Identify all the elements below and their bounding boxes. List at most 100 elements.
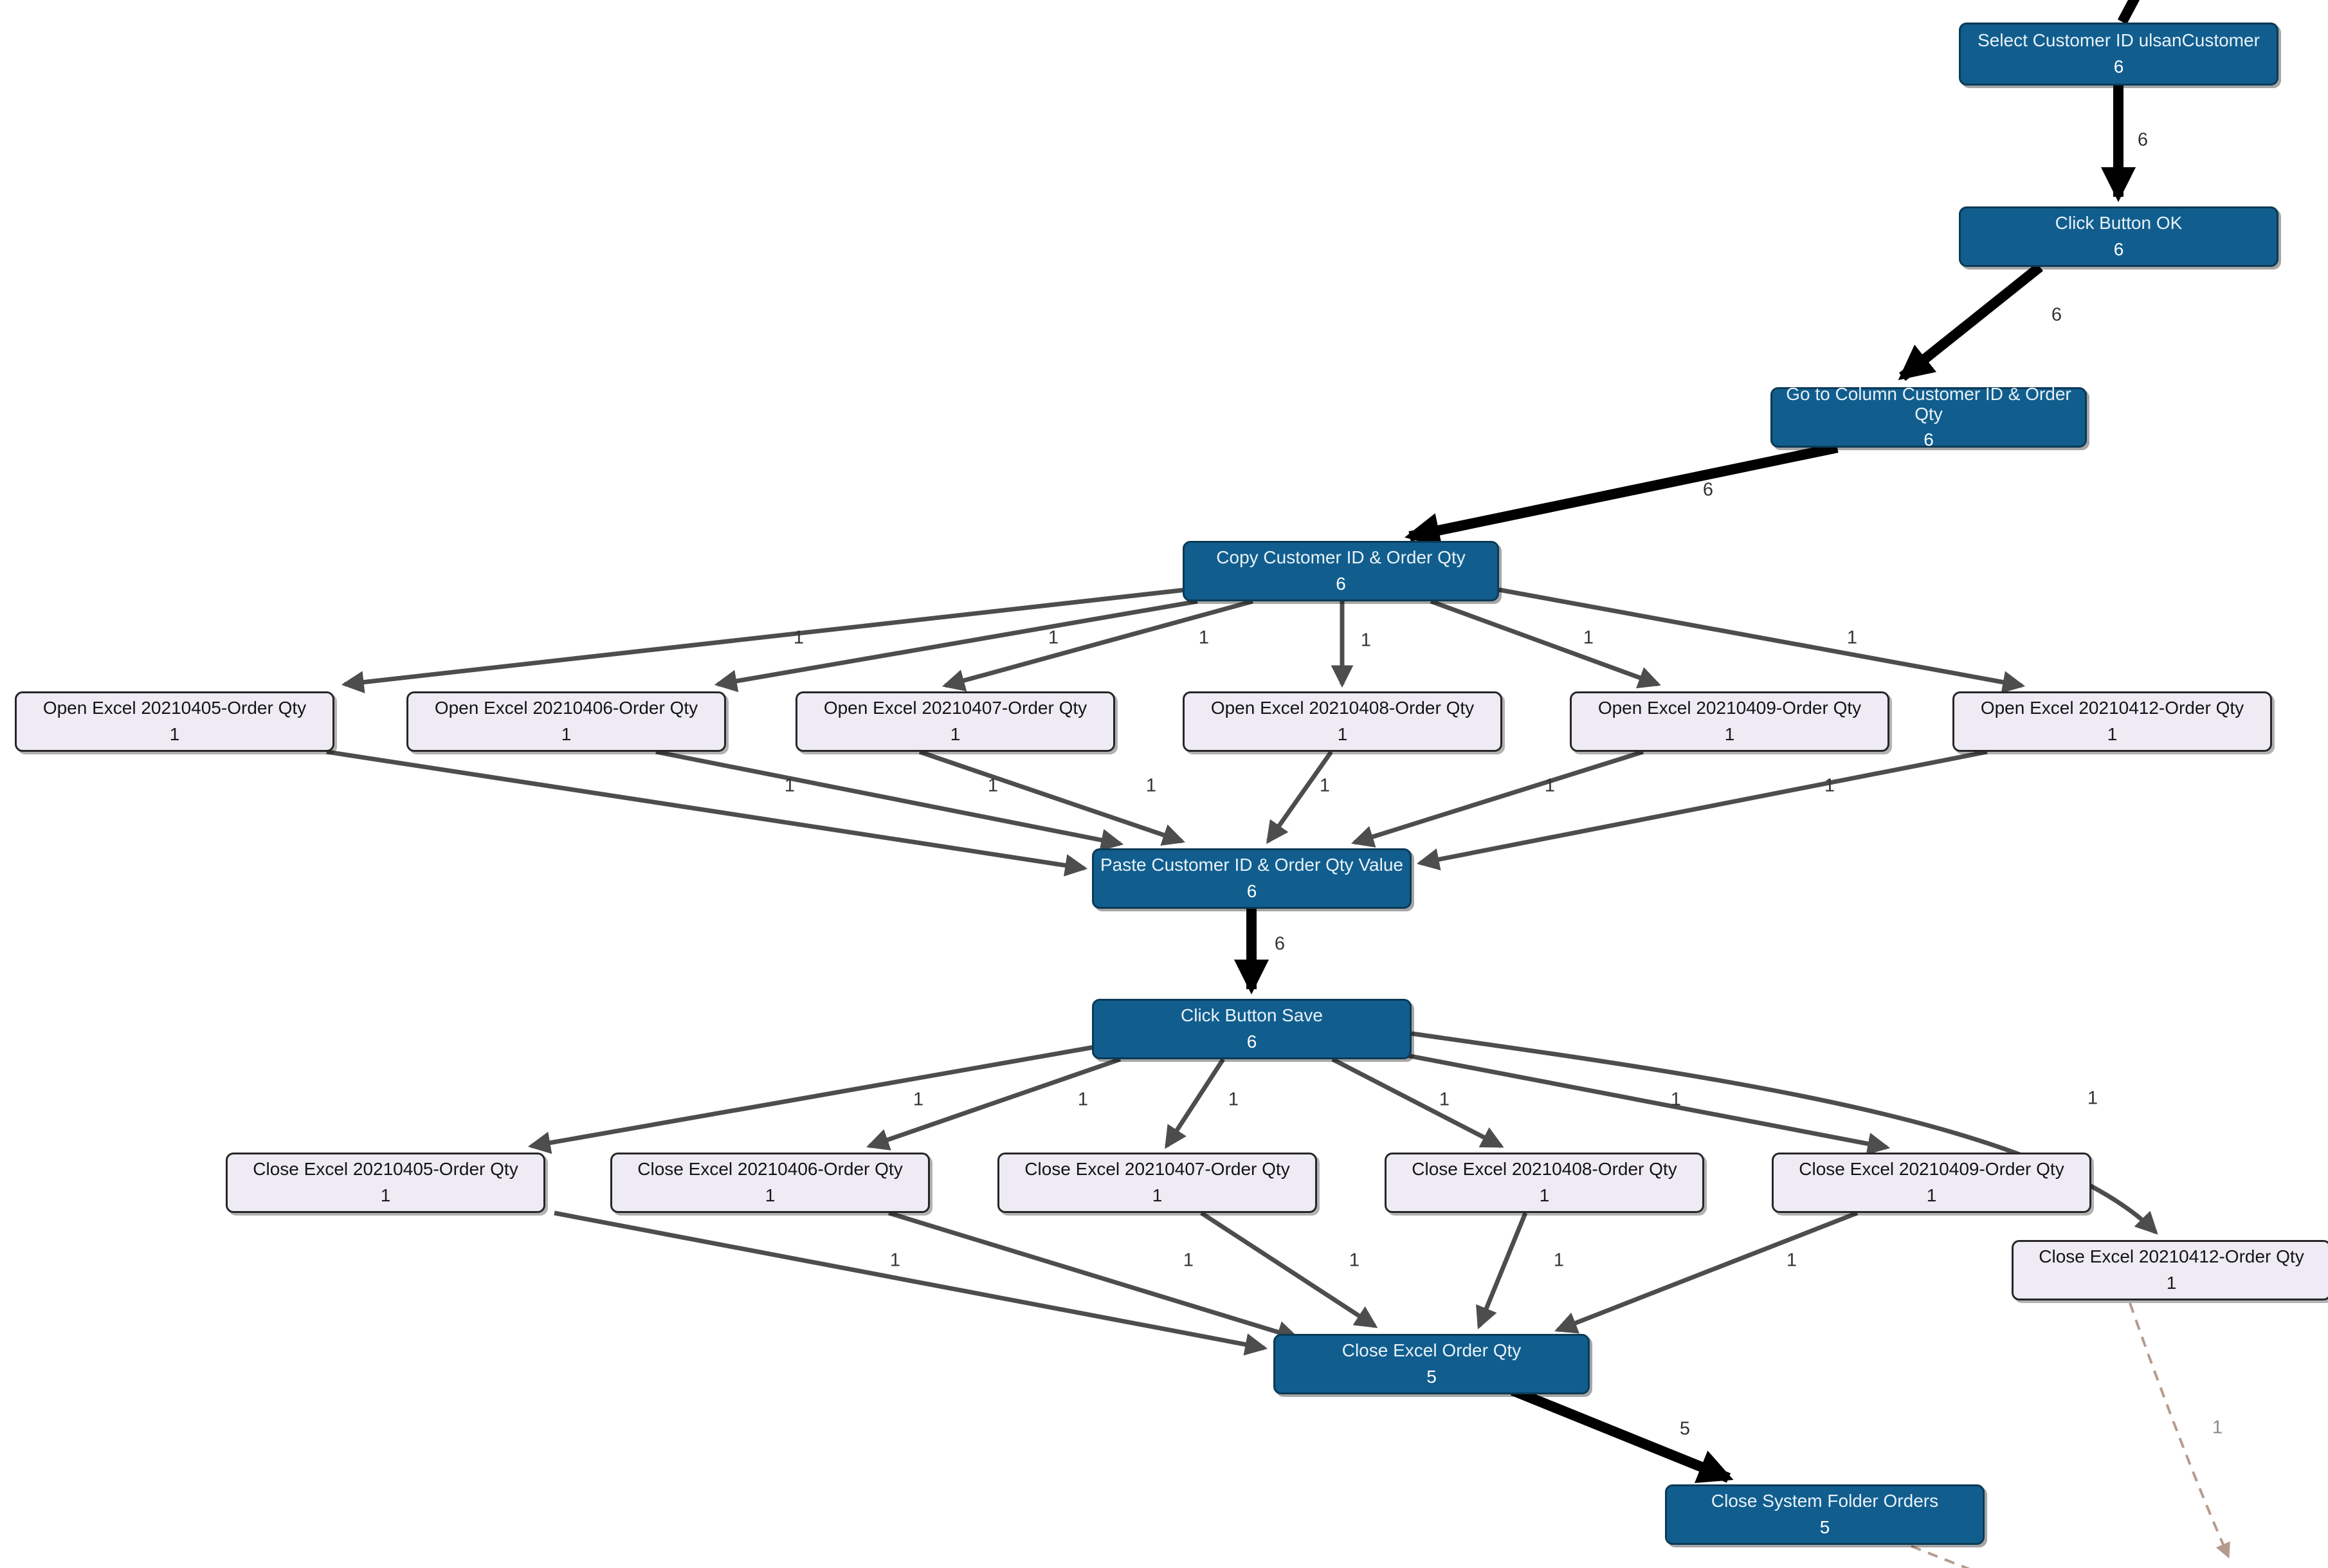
edge-label-open-excel-20210406-to-paste-value: 1 bbox=[987, 775, 999, 796]
node-count: 1 bbox=[1926, 1185, 1937, 1205]
node-close-excel-20210406[interactable]: Close Excel 20210406-Order Qty 1 bbox=[610, 1153, 930, 1213]
node-count: 5 bbox=[1426, 1367, 1437, 1387]
edge-label-copy-customer-id-to-open-excel-20210412: 1 bbox=[1846, 627, 1858, 648]
edge-label-copy-customer-id-to-open-excel-20210407: 1 bbox=[1198, 627, 1210, 648]
node-count: 1 bbox=[2166, 1273, 2177, 1293]
edge-label-click-button-save-to-close-excel-20210407: 1 bbox=[1228, 1089, 1239, 1110]
edge-open-excel-20210407-to-paste-value bbox=[918, 749, 1185, 846]
edge-label-open-excel-20210408-to-paste-value: 1 bbox=[1319, 775, 1331, 796]
edge-label-close-excel-20210412-to-offscreen-bottom: 1 bbox=[2212, 1417, 2223, 1438]
edge-label-click-button-save-to-close-excel-20210406: 1 bbox=[1077, 1089, 1089, 1110]
node-label: Close System Folder Orders bbox=[1711, 1491, 1939, 1511]
edge-label-close-excel-order-qty-to-close-system-folder-orders: 5 bbox=[1679, 1418, 1691, 1439]
node-label: Open Excel 20210409-Order Qty bbox=[1597, 698, 1862, 718]
edge-close-excel-20210405-to-close-excel-order-qty bbox=[554, 1210, 1268, 1356]
edge-close-excel-20210407-to-close-excel-order-qty bbox=[1200, 1211, 1378, 1328]
node-count: 6 bbox=[1923, 430, 1934, 450]
edge-close-excel-20210408-to-close-excel-order-qty bbox=[1476, 1212, 1528, 1329]
node-open-excel-20210405[interactable]: Open Excel 20210405-Order Qty 1 bbox=[15, 691, 334, 752]
edge-close-excel-20210406-to-close-excel-order-qty bbox=[887, 1210, 1300, 1344]
node-close-excel-20210408[interactable]: Close Excel 20210408-Order Qty 1 bbox=[1385, 1153, 1704, 1213]
node-count: 1 bbox=[1337, 724, 1348, 744]
node-label: Open Excel 20210405-Order Qty bbox=[42, 698, 307, 718]
node-open-excel-20210407[interactable]: Open Excel 20210407-Order Qty 1 bbox=[796, 691, 1115, 752]
node-label: Select Customer ID ulsanCustomer bbox=[1978, 30, 2260, 51]
node-count: 5 bbox=[1819, 1517, 1830, 1537]
edge-label-close-excel-20210409-to-close-excel-order-qty: 1 bbox=[1786, 1250, 1797, 1271]
edge-copy-customer-id-to-open-excel-20210405 bbox=[341, 587, 1187, 694]
edge-click-button-save-to-close-excel-20210406 bbox=[866, 1057, 1122, 1151]
edge-click-button-save-to-close-excel-20210412 bbox=[1411, 1031, 2158, 1235]
node-count: 1 bbox=[765, 1185, 776, 1205]
node-count: 6 bbox=[1336, 574, 1346, 594]
edge-close-excel-order-qty-to-close-system-folder-orders bbox=[1510, 1385, 1734, 1483]
edge-label-close-excel-20210407-to-close-excel-order-qty: 1 bbox=[1349, 1250, 1360, 1271]
edge-label-click-button-save-to-close-excel-20210412: 1 bbox=[2087, 1088, 2098, 1109]
node-go-to-column[interactable]: Go to Column Customer ID & Order Qty 6 bbox=[1770, 383, 2087, 450]
edge-copy-customer-id-to-open-excel-20210409 bbox=[1430, 599, 1661, 689]
node-count: 6 bbox=[2113, 239, 2124, 259]
edge-label-open-excel-20210405-to-paste-value: 1 bbox=[784, 775, 796, 796]
edge-copy-customer-id-to-open-excel-20210407 bbox=[941, 599, 1253, 692]
node-copy-customer-id[interactable]: Copy Customer ID & Order Qty 6 bbox=[1183, 541, 1499, 601]
node-close-system-folder-orders[interactable]: Close System Folder Orders 5 bbox=[1665, 1484, 1985, 1545]
edge-label-copy-customer-id-to-open-excel-20210405: 1 bbox=[793, 627, 805, 648]
edge-close-excel-20210409-to-close-excel-order-qty bbox=[1554, 1210, 1859, 1334]
edge-open-excel-20210405-to-paste-value bbox=[326, 749, 1088, 877]
node-label: Copy Customer ID & Order Qty bbox=[1216, 547, 1466, 568]
node-label: Close Excel 20210408-Order Qty bbox=[1412, 1159, 1677, 1180]
node-count: 1 bbox=[561, 724, 572, 744]
node-paste-value[interactable]: Paste Customer ID & Order Qty Value 6 bbox=[1092, 848, 1412, 909]
node-count: 1 bbox=[950, 724, 961, 744]
node-close-excel-20210409[interactable]: Close Excel 20210409-Order Qty 1 bbox=[1772, 1153, 2091, 1213]
edge-open-excel-20210412-to-paste-value bbox=[1416, 749, 1988, 871]
node-label: Go to Column Customer ID & Order Qty bbox=[1786, 383, 2071, 424]
edge-label-click-button-save-to-close-excel-20210409: 1 bbox=[1670, 1089, 1682, 1110]
edge-open-excel-20210408-to-paste-value bbox=[1266, 750, 1333, 844]
edge-label-select-customer-id-to-click-button-ok: 6 bbox=[2137, 129, 2149, 150]
node-count: 1 bbox=[1539, 1185, 1550, 1205]
node-label: Close Excel 20210405-Order Qty bbox=[253, 1159, 518, 1180]
node-count: 1 bbox=[169, 724, 180, 744]
node-label: Open Excel 20210407-Order Qty bbox=[823, 698, 1087, 718]
edge-click-button-save-to-close-excel-20210405 bbox=[527, 1044, 1095, 1154]
edge-close-excel-20210412-to-offscreen-bottom bbox=[2129, 1302, 2230, 1559]
edge-label-open-excel-20210409-to-paste-value: 1 bbox=[1544, 775, 1556, 796]
edge-label-copy-customer-id-to-open-excel-20210406: 1 bbox=[1048, 627, 1059, 648]
node-label: Close Excel 20210407-Order Qty bbox=[1024, 1159, 1290, 1180]
edge-open-excel-20210406-to-paste-value bbox=[655, 749, 1124, 852]
node-close-excel-20210405[interactable]: Close Excel 20210405-Order Qty 1 bbox=[226, 1153, 545, 1213]
edge-label-click-button-ok-to-go-to-column: 6 bbox=[2051, 304, 2062, 325]
node-close-excel-20210407[interactable]: Close Excel 20210407-Order Qty 1 bbox=[997, 1153, 1317, 1213]
node-label: Close Excel 20210406-Order Qty bbox=[637, 1159, 903, 1180]
node-count: 1 bbox=[1152, 1185, 1163, 1205]
node-count: 1 bbox=[380, 1185, 391, 1205]
edge-click-button-save-to-close-excel-20210407 bbox=[1165, 1058, 1225, 1149]
edge-label-open-excel-20210407-to-paste-value: 1 bbox=[1145, 775, 1157, 796]
node-count: 1 bbox=[2107, 724, 2118, 744]
node-label: Paste Customer ID & Order Qty Value bbox=[1100, 855, 1403, 875]
edge-label-close-excel-20210405-to-close-excel-order-qty: 1 bbox=[889, 1250, 901, 1271]
edge-label-click-button-save-to-close-excel-20210408: 1 bbox=[1439, 1089, 1450, 1110]
node-close-excel-20210412[interactable]: Close Excel 20210412-Order Qty 1 bbox=[2012, 1240, 2328, 1300]
node-label: Open Excel 20210412-Order Qty bbox=[1980, 698, 2244, 718]
edge-label-copy-customer-id-to-open-excel-20210409: 1 bbox=[1583, 627, 1594, 648]
node-label: Close Excel 20210412-Order Qty bbox=[2039, 1246, 2304, 1267]
edge-click-button-ok-to-go-to-column bbox=[1898, 262, 2043, 381]
node-open-excel-20210412[interactable]: Open Excel 20210412-Order Qty 1 bbox=[1952, 691, 2272, 752]
node-count: 6 bbox=[1246, 881, 1257, 901]
edge-close-system-folder-orders-to-offscreen-bottom bbox=[1911, 1545, 1970, 1568]
edge-offscreen-top-to-select-customer-id bbox=[2117, 0, 2140, 24]
node-label: Close Excel 20210409-Order Qty bbox=[1799, 1159, 2064, 1180]
edge-copy-customer-id-to-open-excel-20210406 bbox=[714, 599, 1198, 693]
edge-label-close-excel-20210408-to-close-excel-order-qty: 1 bbox=[1553, 1250, 1565, 1271]
